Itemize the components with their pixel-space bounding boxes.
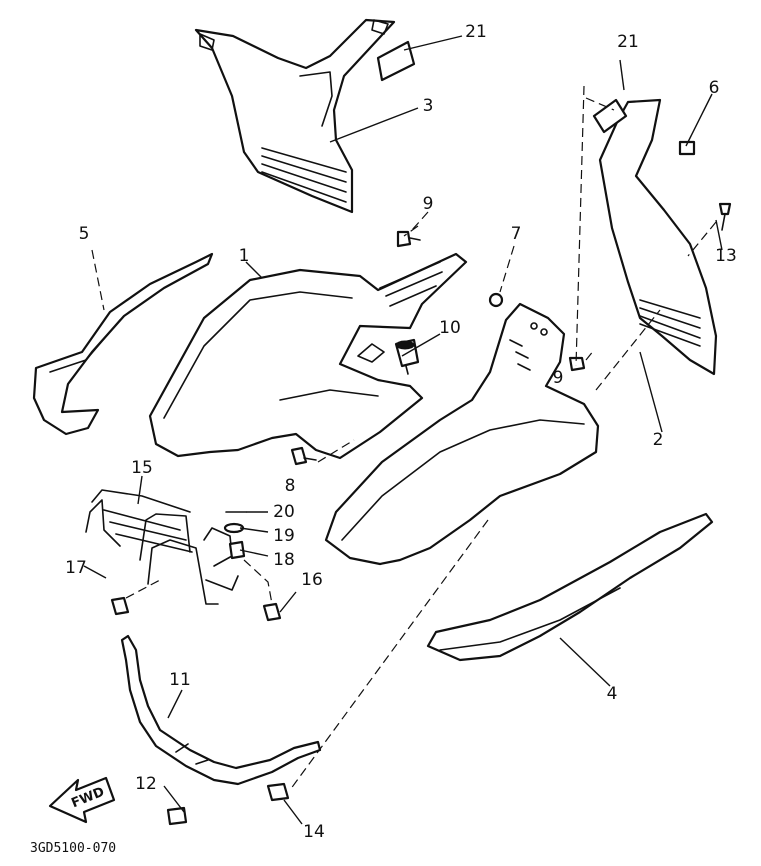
callout-10: 10 — [439, 318, 461, 338]
callout-8: 8 — [285, 476, 296, 496]
drawing-code: 3GD5100-070 — [30, 841, 116, 856]
part-9-bolt-lower — [568, 356, 586, 372]
part-3-side-panel-left — [194, 18, 396, 214]
callout-6: 6 — [709, 78, 720, 98]
callout-7: 7 — [511, 224, 522, 244]
callout-2: 2 — [653, 430, 664, 450]
dashed-alignment-lines — [91, 85, 717, 791]
callout-5: 5 — [79, 224, 90, 244]
forward-direction-arrow: FWD — [48, 776, 116, 824]
part-2-side-panel-right — [598, 98, 718, 376]
part-4-flap-front — [426, 512, 714, 662]
callout-18: 18 — [273, 550, 295, 570]
part-21-pad-right — [592, 98, 628, 134]
callout-3: 3 — [423, 96, 434, 116]
callout-13: 13 — [715, 246, 737, 266]
callout-1: 1 — [239, 246, 250, 266]
part-13-screw — [718, 202, 732, 231]
callout-15: 15 — [131, 458, 153, 478]
callout-17: 17 — [65, 558, 87, 578]
part-18-nut — [228, 540, 246, 560]
callout-4: 4 — [607, 684, 618, 704]
callout-11: 11 — [169, 670, 191, 690]
part-11-stay — [120, 634, 322, 786]
part-15-rack — [85, 489, 239, 605]
part-12-bolt — [166, 806, 188, 826]
part-17-bolt — [110, 596, 130, 616]
leader-lines — [83, 35, 723, 825]
part-16-bolt — [262, 602, 282, 622]
part-14-nut — [266, 782, 290, 802]
part-7-grommet — [488, 292, 504, 308]
callout-9-upper: 9 — [423, 194, 434, 214]
part-6-bolt — [678, 140, 696, 156]
part-9-bolt-upper — [396, 230, 421, 248]
part-21-pad-left — [376, 40, 416, 82]
part-8-bolt — [290, 446, 317, 466]
part-5-flap-left — [32, 252, 214, 436]
callout-19: 19 — [273, 526, 295, 546]
part-2-front-fender — [324, 302, 600, 566]
callout-21-left: 21 — [465, 22, 487, 42]
callout-20: 20 — [273, 502, 295, 522]
part-10-light-socket — [394, 338, 420, 375]
callout-9-lower: 9 — [553, 368, 564, 388]
callout-12: 12 — [135, 774, 157, 794]
callout-labels: 21 3 21 6 9 7 13 5 1 10 9 2 8 15 20 19 1… — [65, 22, 737, 842]
callout-14: 14 — [303, 822, 325, 842]
callout-21-right: 21 — [617, 32, 639, 52]
part-1-rear-fender — [148, 252, 468, 460]
callout-16: 16 — [301, 570, 323, 590]
